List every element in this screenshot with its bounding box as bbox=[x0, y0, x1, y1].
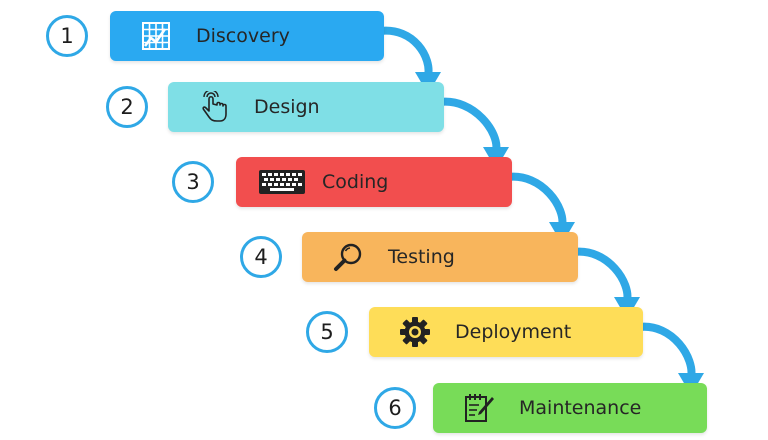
magnifier-icon bbox=[332, 241, 364, 273]
step-number-badge: 6 bbox=[374, 387, 416, 429]
connector-arrow-4 bbox=[570, 247, 632, 305]
chart-grid-icon bbox=[140, 20, 172, 52]
step-number-badge: 2 bbox=[106, 86, 148, 128]
step-label: Coding bbox=[322, 171, 389, 193]
step-bar-discovery: Discovery bbox=[110, 11, 384, 61]
step-number-badge: 1 bbox=[46, 15, 88, 57]
step-bar-testing: Testing bbox=[302, 232, 578, 282]
gear-icon bbox=[399, 316, 431, 348]
step-label: Maintenance bbox=[519, 397, 642, 419]
connector-arrow-5 bbox=[635, 322, 696, 381]
tap-hand-icon bbox=[198, 91, 230, 123]
keyboard-icon bbox=[258, 166, 306, 198]
step-bar-maintenance: Maintenance bbox=[433, 383, 707, 433]
step-label: Deployment bbox=[455, 321, 572, 343]
checklist-icon bbox=[463, 392, 495, 424]
step-number-badge: 5 bbox=[306, 311, 348, 353]
step-number-badge: 4 bbox=[240, 236, 282, 278]
connector-arrow-2 bbox=[436, 97, 501, 155]
step-bar-deployment: Deployment bbox=[369, 307, 643, 357]
step-bar-coding: Coding bbox=[236, 157, 512, 207]
step-label: Testing bbox=[388, 246, 455, 268]
step-label: Design bbox=[254, 96, 320, 118]
step-label: Discovery bbox=[196, 25, 290, 47]
step-number-badge: 3 bbox=[172, 161, 214, 203]
connector-arrow-1 bbox=[376, 26, 433, 80]
step-bar-design: Design bbox=[168, 82, 444, 132]
connector-arrow-3 bbox=[504, 172, 567, 230]
